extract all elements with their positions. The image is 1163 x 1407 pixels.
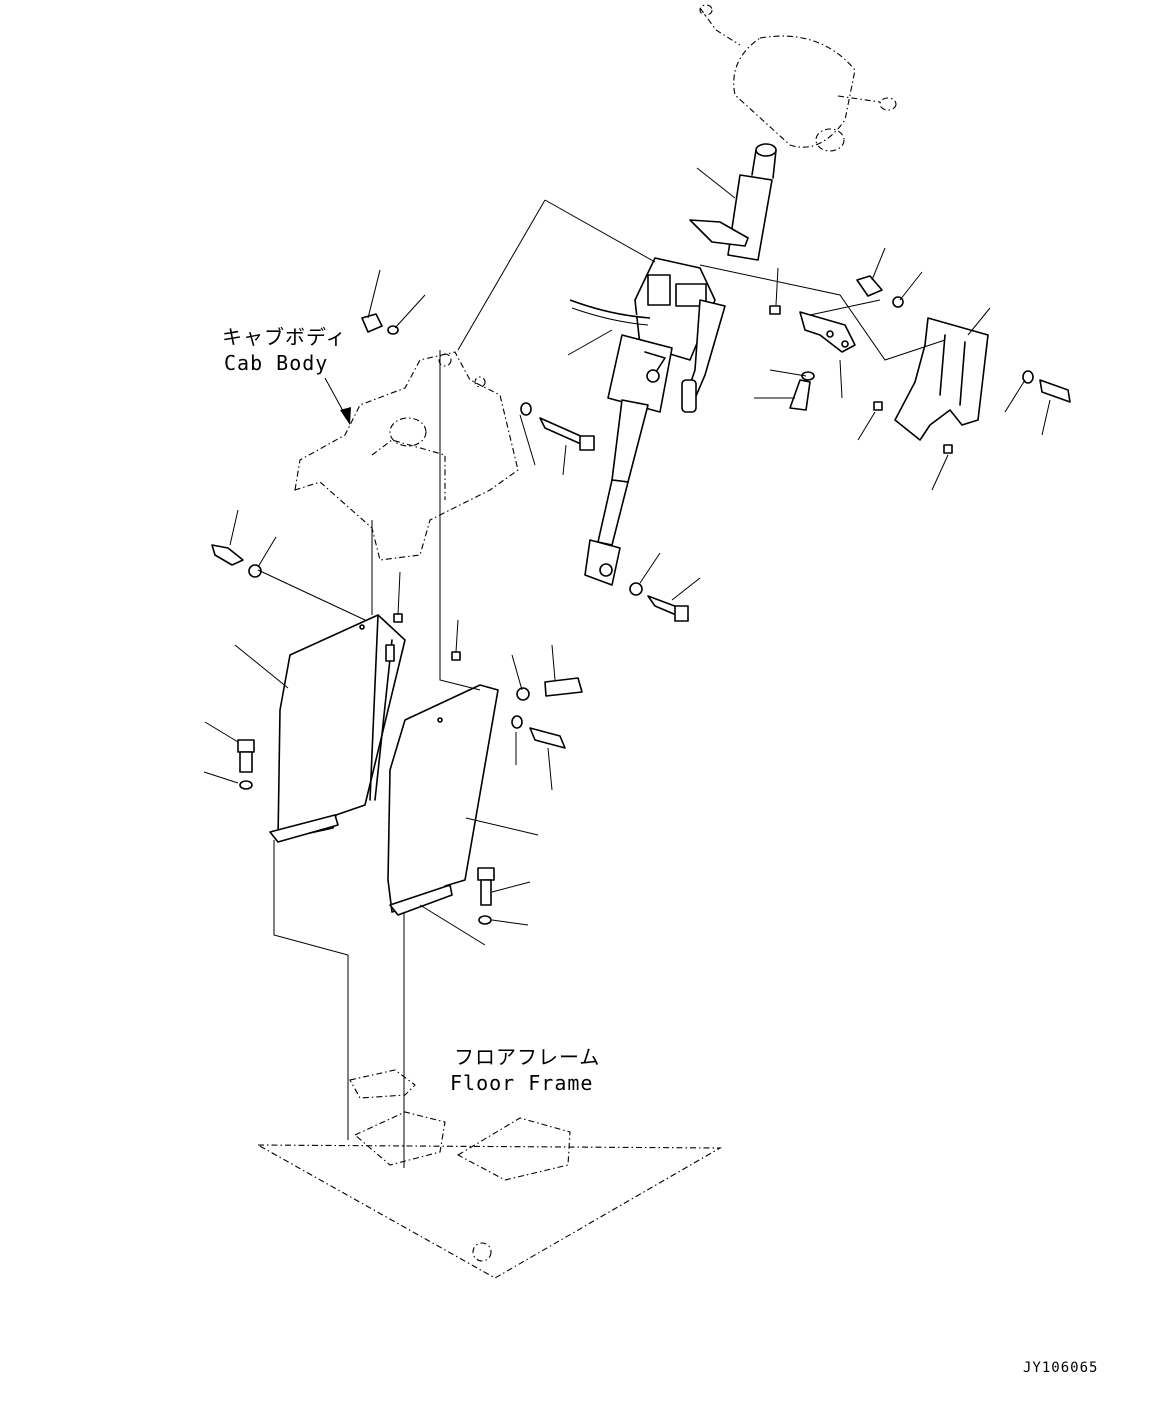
- floor-frame-plate: [257, 1069, 723, 1279]
- floor-frame-label-jp: フロアフレーム: [454, 1045, 601, 1069]
- right-cover-panel: [387, 684, 499, 916]
- floor-frame-label-en: Floor Frame: [450, 1071, 594, 1095]
- left-cover-panel: [269, 614, 406, 843]
- side-bracket: [873, 317, 989, 454]
- cab-body-label-jp: キャブボディ: [222, 325, 347, 349]
- steering-column: [569, 143, 777, 586]
- cab-body-label-en: Cab Body: [224, 351, 329, 375]
- cab-body-bracket: [294, 351, 519, 561]
- steering-wheel-ghost: [699, 4, 897, 152]
- column-bracket: [769, 305, 856, 353]
- fasteners: [211, 275, 1071, 925]
- leader-lines: [203, 167, 1051, 1168]
- drawing-reference: JY106065: [1023, 1360, 1099, 1376]
